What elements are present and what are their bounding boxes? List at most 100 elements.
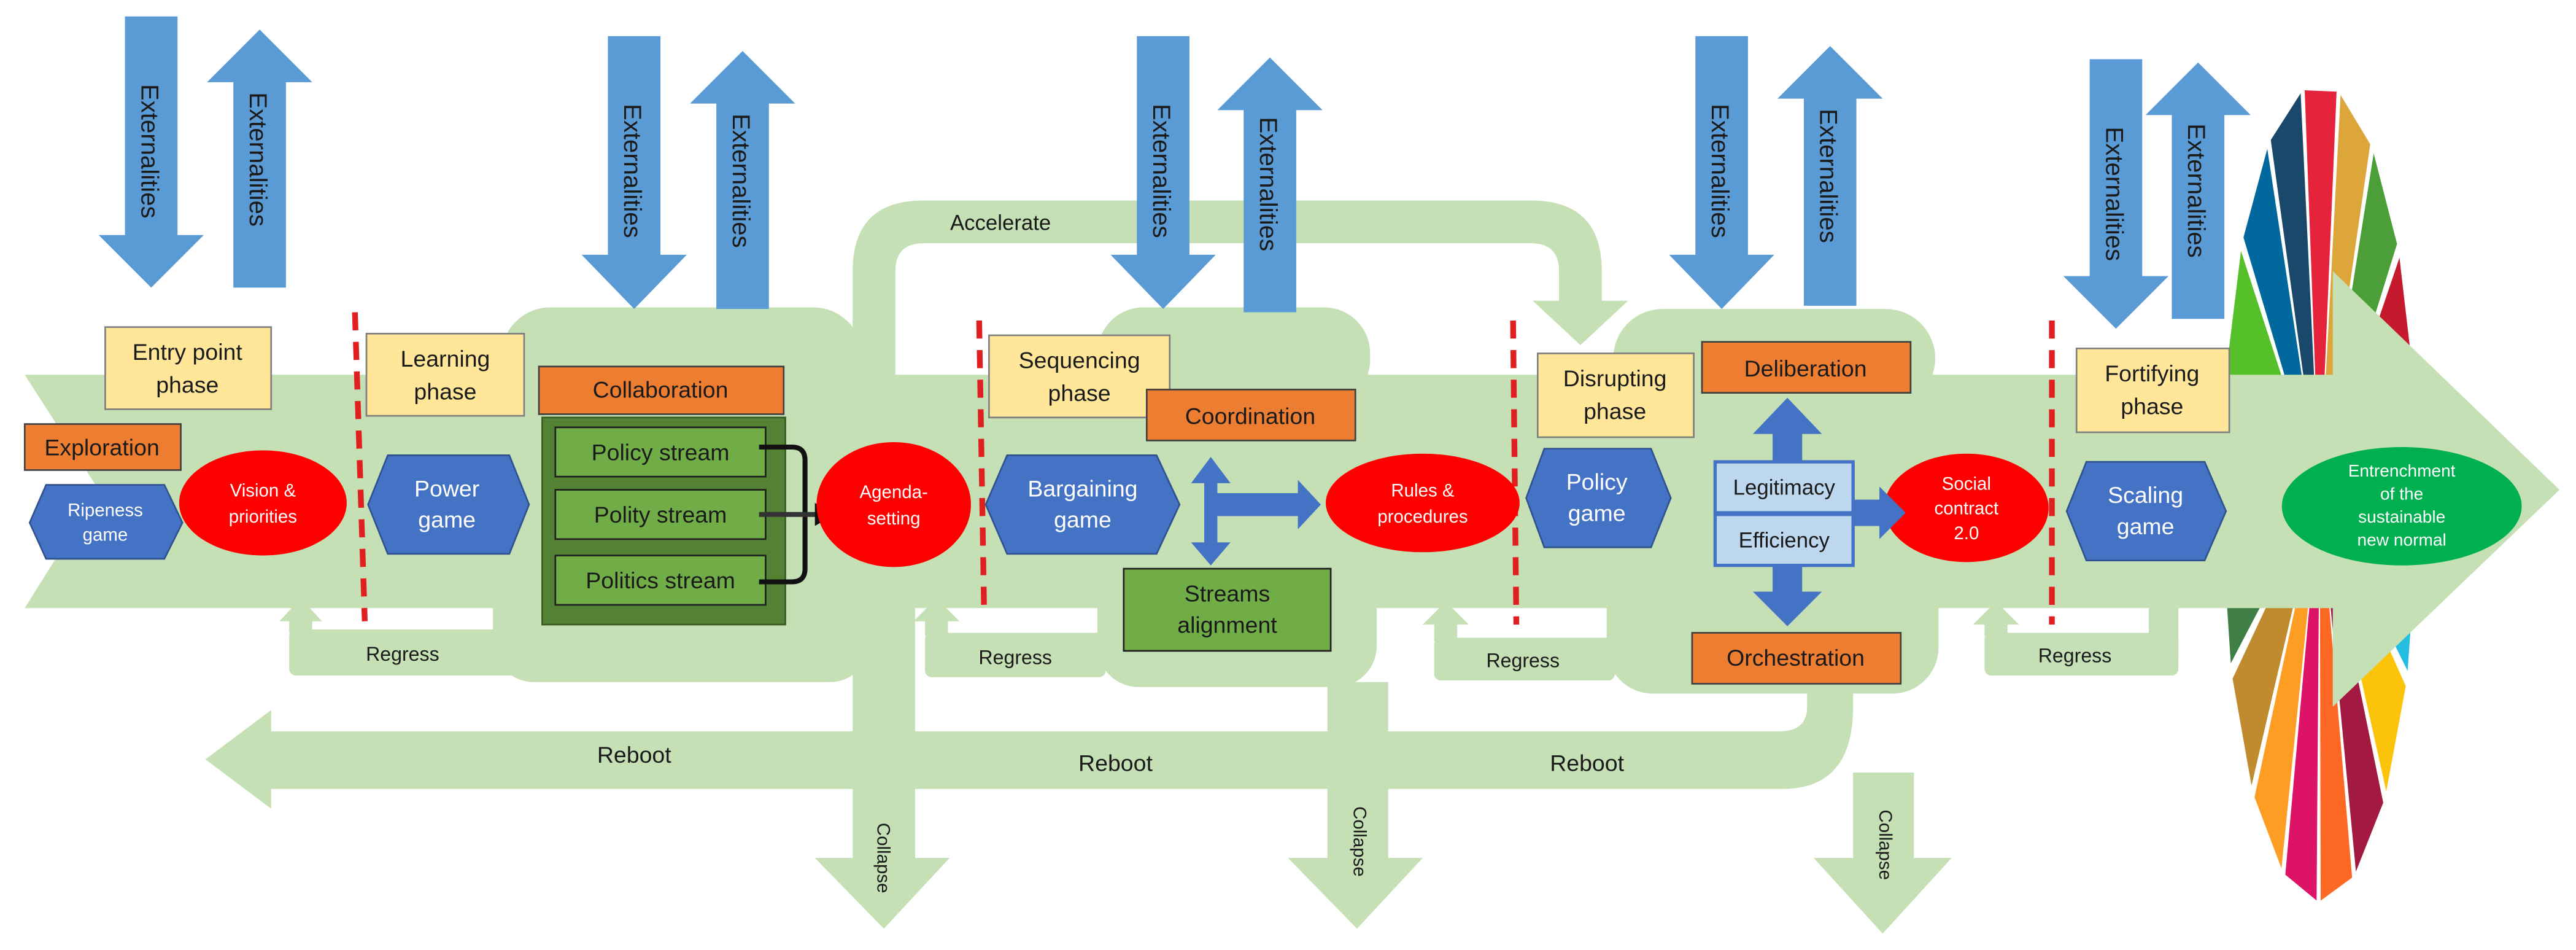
phase-label: Sequencing [1019,348,1140,373]
externality-label: Externalities [1255,117,1282,251]
externality-label: Externalities [136,84,163,219]
policy-game-hex [1525,448,1672,548]
node-label: Agenda- [859,482,927,502]
regress-hook-2 [913,598,1106,677]
node-label: Social [1942,474,1991,494]
game-hexagons [28,448,2227,562]
deliberation-box [1701,341,1912,394]
collaboration-box [538,365,785,415]
legitimacy-box [1717,463,1852,512]
red-node-labels: Vision & priorities Agenda- setting Rule… [229,474,1998,543]
regress-hook-3 [1422,601,1615,681]
externality-down-arrow [2063,59,2169,329]
efficiency-label: Efficiency [1739,529,1830,552]
game-label: Scaling [2108,482,2183,508]
vision-node [179,450,347,556]
node-label: setting [867,508,921,529]
phase-label: phase [2121,393,2183,419]
externality-labels: Externalities Externalities Externalitie… [136,84,2210,261]
phase-label: phase [1584,399,1646,424]
policy-stream-label: Policy stream [592,439,730,465]
end-node-label: Entrenchment [2348,461,2456,480]
game-label: game [83,525,128,545]
game-label: game [2117,513,2175,539]
coordination-cross-icon [1191,457,1321,566]
efficiency-box [1717,516,1852,564]
collapse-arrow-1 [814,608,950,929]
regress-label: Regress [366,643,439,665]
bargaining-game-hex [984,454,1181,555]
phase-boxes [104,326,2230,438]
collapse-label: Collapse [1875,809,1895,880]
phase-box-sequencing [988,334,1171,419]
exploration-label: Exploration [44,434,159,460]
node-label: Rules & [1391,480,1454,500]
end-node-label: new normal [2357,531,2446,550]
externality-label: Externalities [1706,104,1734,238]
collaboration-label: Collaboration [593,377,729,403]
collapse-label: Collapse [1350,806,1370,877]
stream-boxes [554,426,767,606]
legitimacy-label: Legitimacy [1733,477,1836,500]
reboot-label: Reboot [597,742,671,768]
collapse-label: Collapse [873,823,893,894]
polity-stream-box [554,489,767,540]
game-label: Ripeness [68,500,143,520]
sdg-tile [2319,586,2353,901]
regress-hook-1 [279,598,519,676]
game-label: Bargaining [1027,475,1137,501]
policy-stream-box [554,426,767,478]
game-labels: Ripeness game Power game Bargaining game… [68,469,2183,545]
up-arrow-icon [1752,397,1822,462]
reboot-arrow [205,682,1854,809]
node-label: contract [1935,499,1999,519]
coordination-box [1145,388,1356,442]
externality-down-arrow [98,16,204,288]
right-arrow-icon [1853,486,1906,539]
externality-up-arrow [2145,62,2251,319]
end-node-labels: Entrenchment of the sustainable new norm… [2348,461,2456,549]
phase-box-fortifying [2075,348,2230,434]
scaling-game-hex [2065,461,2227,562]
ripeness-game-hex [28,484,184,560]
coordination-arrows [1191,457,1321,566]
externality-label: Externalities [1815,109,1843,243]
end-node-label: sustainable [2358,507,2445,526]
externality-label: Externalities [1148,104,1175,238]
accelerate-arrow [853,200,1628,375]
end-node-label: of the [2380,485,2423,504]
phase-labels: Entry point phase Learning phase Sequenc… [133,339,2200,424]
regress-label: Regress [1486,650,1560,672]
game-label: game [1568,500,1626,526]
agenda-node [816,442,971,567]
game-label: game [1054,507,1112,532]
reboot-label: Reboot [1078,750,1153,776]
externality-label: Externalities [619,104,646,238]
externality-down-arrow [1669,36,1774,310]
accelerate-label: Accelerate [950,212,1051,235]
politics-stream-label: Politics stream [586,567,735,593]
externality-down-arrow [581,36,687,310]
node-label: 2.0 [1954,523,1979,543]
phase-label: Disrupting [1563,365,1667,391]
phase-divider [352,312,368,621]
phase-label: Entry point [133,339,243,365]
phase-label: Learning [401,346,490,372]
phase-divider [976,320,988,612]
red-nodes [179,442,2049,567]
social-contract-node [1884,453,2049,563]
phase-label: phase [414,378,476,404]
reboot-label: Reboot [1550,750,1624,776]
game-label: game [418,507,476,532]
entrenchment-node [2281,447,2522,566]
phase-divider [1510,320,1520,625]
down-arrow-icon [1752,565,1822,626]
streams-alignment-label: Streams [1185,581,1271,607]
sdg-tile [2254,566,2311,869]
externality-label: Externalities [244,92,272,227]
game-label: Policy [1566,469,1628,495]
phase-label: phase [1048,380,1111,406]
orchestration-label: Orchestration [1727,645,1865,671]
phase-box-disrupting [1536,352,1695,438]
